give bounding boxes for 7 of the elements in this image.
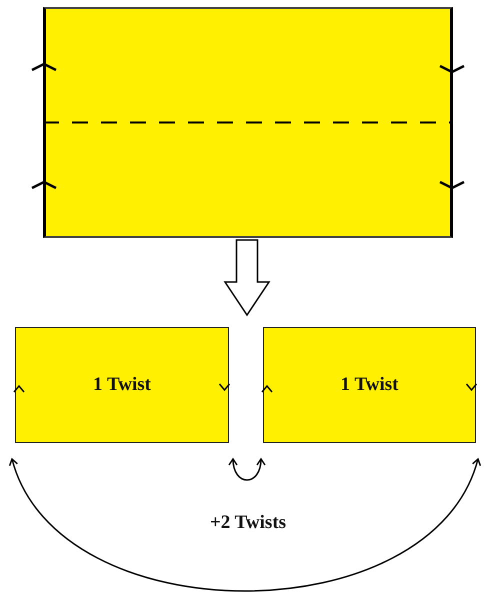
paper-strip (263, 327, 476, 443)
paper-strip (15, 327, 229, 443)
curved-arrow (10, 458, 480, 592)
block-arrow (224, 239, 270, 316)
strip-label: 1 Twist (93, 374, 151, 396)
strip-label: 1 Twist (340, 374, 398, 396)
curved-arrow (228, 458, 266, 481)
